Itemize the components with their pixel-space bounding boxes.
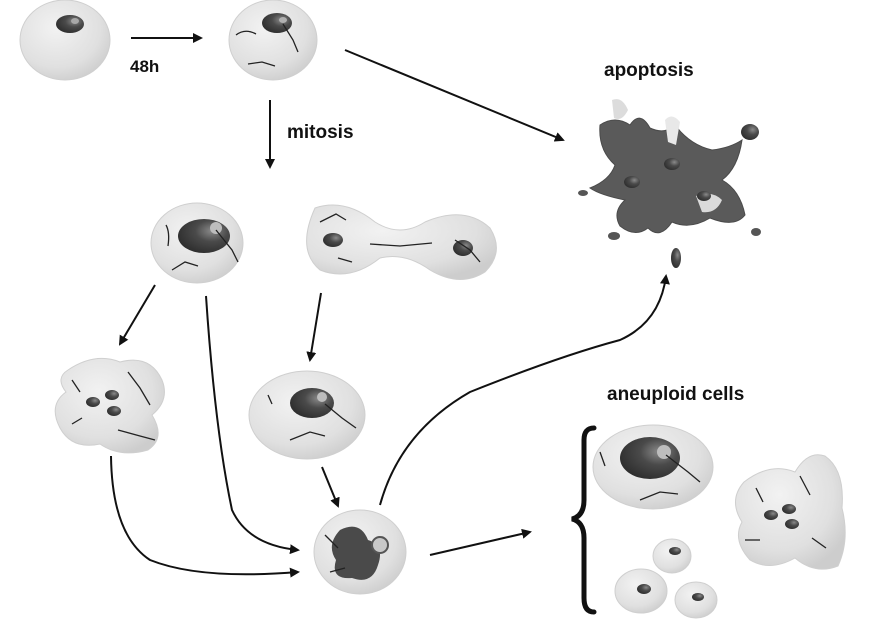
arrow-to-multinucleated — [118, 284, 156, 346]
crack-lines — [267, 394, 357, 441]
crack-lines — [745, 475, 827, 549]
crack-lines — [324, 534, 346, 573]
condensed-chromatin-icon — [331, 526, 389, 580]
nucleus-icon — [290, 388, 334, 418]
arrow-arrested-to-center — [205, 295, 300, 555]
mitotic-catastrophe-cell — [313, 509, 407, 595]
dividing-cell — [306, 204, 497, 280]
arrow-center-to-apoptosis — [379, 274, 670, 506]
aneuploid-cells-label: aneuploid cells — [607, 384, 744, 405]
crack-lines — [71, 371, 156, 441]
arrow-multinucleated-to-center — [110, 455, 300, 578]
aneuploid-cells-group — [592, 424, 846, 619]
apoptotic-body-icon — [578, 124, 761, 268]
micronuclei-icon — [86, 390, 121, 416]
micronuclei-icon — [764, 504, 799, 529]
polyploid-cell — [248, 370, 366, 460]
mitosis-label: mitosis — [287, 122, 354, 143]
arrows — [110, 33, 670, 578]
nucleus-icon — [56, 15, 84, 33]
treated-cell — [228, 0, 318, 81]
nucleus-icon — [262, 13, 292, 33]
crack-lines — [319, 213, 481, 263]
initial-cell — [19, 0, 111, 81]
crack-lines — [235, 23, 299, 67]
nucleus-icon — [178, 219, 230, 253]
arrow-polyploid-to-center — [321, 466, 340, 508]
arrow-to-apoptosis-top — [344, 49, 565, 142]
apoptotic-cell — [578, 99, 761, 268]
arrow-center-to-aneuploid — [429, 528, 532, 556]
apoptosis-label: apoptosis — [604, 60, 694, 81]
crack-lines — [599, 451, 701, 501]
nucleus-icon — [323, 233, 473, 256]
nucleus-icon — [620, 437, 680, 479]
time-label: 48h — [130, 57, 159, 76]
multinucleated-cell — [54, 357, 165, 454]
arrested-cell — [150, 202, 244, 284]
crack-lines — [165, 224, 239, 271]
group-brace — [571, 425, 597, 615]
arrow-to-polyploid — [306, 292, 322, 362]
